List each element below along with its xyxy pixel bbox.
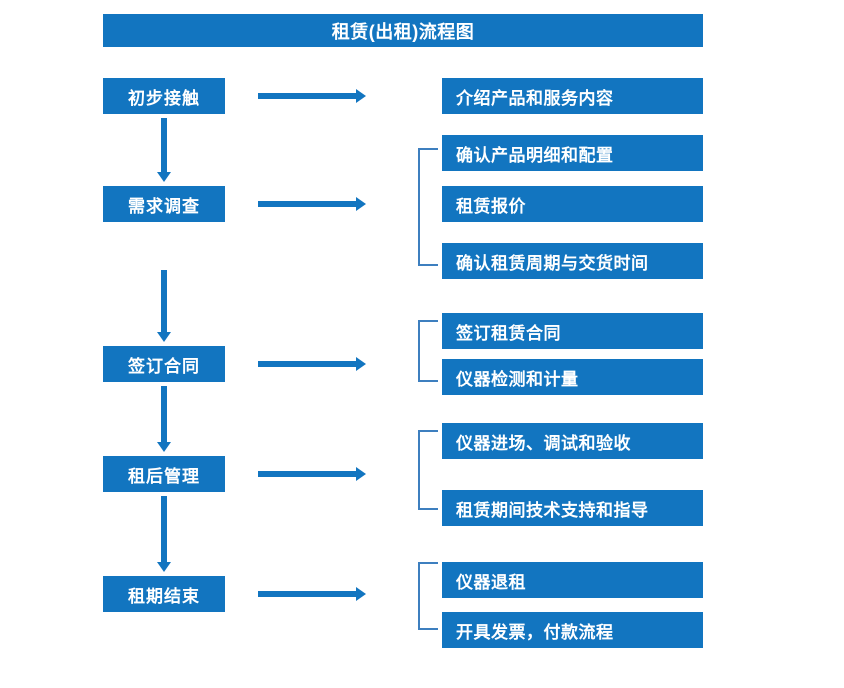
detail-box-instrument-onsite-commissioning[interactable]: 仪器进场、调试和验收 [442, 423, 703, 459]
right-arrow-icon-3 [258, 357, 366, 371]
arrow-head [356, 467, 366, 481]
group-bracket-lease-end [418, 562, 438, 630]
arrow-head [157, 562, 171, 572]
detail-box-confirm-lease-period[interactable]: 确认租赁周期与交货时间 [442, 243, 703, 279]
flowchart-title: 租赁(出租)流程图 [103, 14, 703, 47]
detail-box-instrument-return[interactable]: 仪器退租 [442, 562, 703, 598]
arrow-shaft [258, 201, 357, 207]
right-arrow-icon-4 [258, 467, 366, 481]
detail-box-invoice-payment[interactable]: 开具发票，付款流程 [442, 612, 703, 648]
arrow-head [356, 587, 366, 601]
right-arrow-icon-5 [258, 587, 366, 601]
group-bracket-demand-survey [418, 148, 438, 266]
right-arrow-icon-1 [258, 89, 366, 103]
stage-box-lease-end[interactable]: 租期结束 [103, 576, 225, 612]
arrow-shaft [161, 496, 167, 563]
down-arrow-icon-2 [157, 270, 171, 342]
arrow-head [157, 332, 171, 342]
detail-box-technical-support[interactable]: 租赁期间技术支持和指导 [442, 490, 703, 526]
right-arrow-icon-2 [258, 197, 366, 211]
arrow-head [356, 89, 366, 103]
stage-box-post-lease-management[interactable]: 租后管理 [103, 456, 225, 492]
stage-box-demand-survey[interactable]: 需求调查 [103, 186, 225, 222]
down-arrow-icon-4 [157, 496, 171, 572]
detail-box-confirm-product-details[interactable]: 确认产品明细和配置 [442, 135, 703, 171]
arrow-shaft [258, 591, 357, 597]
arrow-shaft [258, 471, 357, 477]
arrow-head [157, 172, 171, 182]
group-bracket-sign-contract [418, 320, 438, 382]
detail-box-sign-lease-contract[interactable]: 签订租赁合同 [442, 313, 703, 349]
arrow-shaft [258, 361, 357, 367]
down-arrow-icon-3 [157, 386, 171, 452]
stage-box-sign-contract[interactable]: 签订合同 [103, 346, 225, 382]
detail-box-instrument-inspection[interactable]: 仪器检测和计量 [442, 359, 703, 395]
arrow-shaft [258, 93, 357, 99]
arrow-shaft [161, 118, 167, 173]
arrow-head [157, 442, 171, 452]
group-bracket-post-lease-management [418, 430, 438, 510]
detail-box-introduce-products[interactable]: 介绍产品和服务内容 [442, 78, 703, 114]
stage-box-initial-contact[interactable]: 初步接触 [103, 78, 225, 114]
down-arrow-icon-1 [157, 118, 171, 182]
arrow-shaft [161, 386, 167, 443]
arrow-shaft [161, 270, 167, 333]
arrow-head [356, 357, 366, 371]
arrow-head [356, 197, 366, 211]
detail-box-lease-quotation[interactable]: 租赁报价 [442, 186, 703, 222]
